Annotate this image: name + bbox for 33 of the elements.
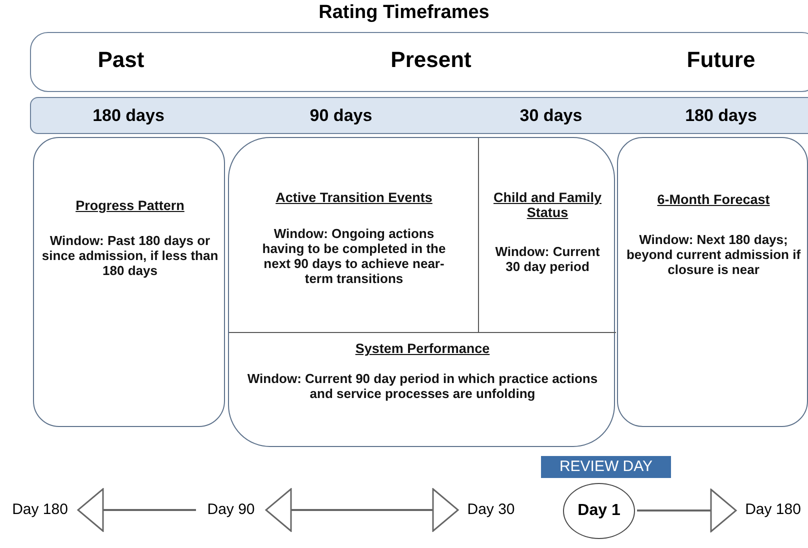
panel-text: Window: Next 180 days; beyond current admission if closure is near: [626, 232, 802, 277]
duration-label: 30 days: [518, 105, 584, 126]
rounded-panel: [617, 137, 808, 427]
duration-label: 180 days: [684, 105, 758, 126]
period-heading: Past: [96, 47, 146, 73]
panel-heading: Child and Family Status: [492, 190, 602, 220]
rounded-panel: [228, 137, 615, 447]
diagram-title: Rating Timeframes: [318, 2, 490, 24]
panel-text: Window: Ongoing actions having to be completed in the next 90 days to achieve near-term transitions: [261, 226, 447, 286]
duration-label: 90 days: [308, 105, 374, 126]
rounded-panel: [33, 137, 225, 427]
panel-section: [229, 138, 479, 333]
day-label: Day 180: [4, 498, 76, 522]
double-arrow: [265, 488, 459, 532]
day-circle: Day 1: [563, 483, 635, 539]
duration-label: 180 days: [92, 105, 166, 126]
panel-text: Window: Current 90 day period in which practice actions and service processes are unfolding: [246, 371, 599, 401]
day-label: Day 30: [460, 498, 522, 522]
panel-heading: System Performance: [354, 341, 491, 356]
review-day-tag: REVIEW DAY: [541, 456, 671, 478]
panel-text: Window: Past 180 days or since admission, if less than 180 days: [40, 233, 220, 278]
panel-heading: Progress Pattern: [74, 198, 186, 213]
day-label: Day 180: [738, 498, 808, 522]
arrow: [637, 488, 737, 532]
panel-text: Window: Current 30 day period: [494, 244, 601, 274]
panel-heading: 6-Month Forecast: [656, 192, 771, 207]
arrow: [77, 488, 196, 532]
header-band: [30, 32, 808, 92]
day-label: Day 90: [198, 498, 264, 522]
duration-band: [30, 97, 808, 134]
period-heading: Future: [686, 47, 756, 73]
panel-heading: Active Transition Events: [274, 190, 434, 205]
period-heading: Present: [390, 47, 472, 73]
